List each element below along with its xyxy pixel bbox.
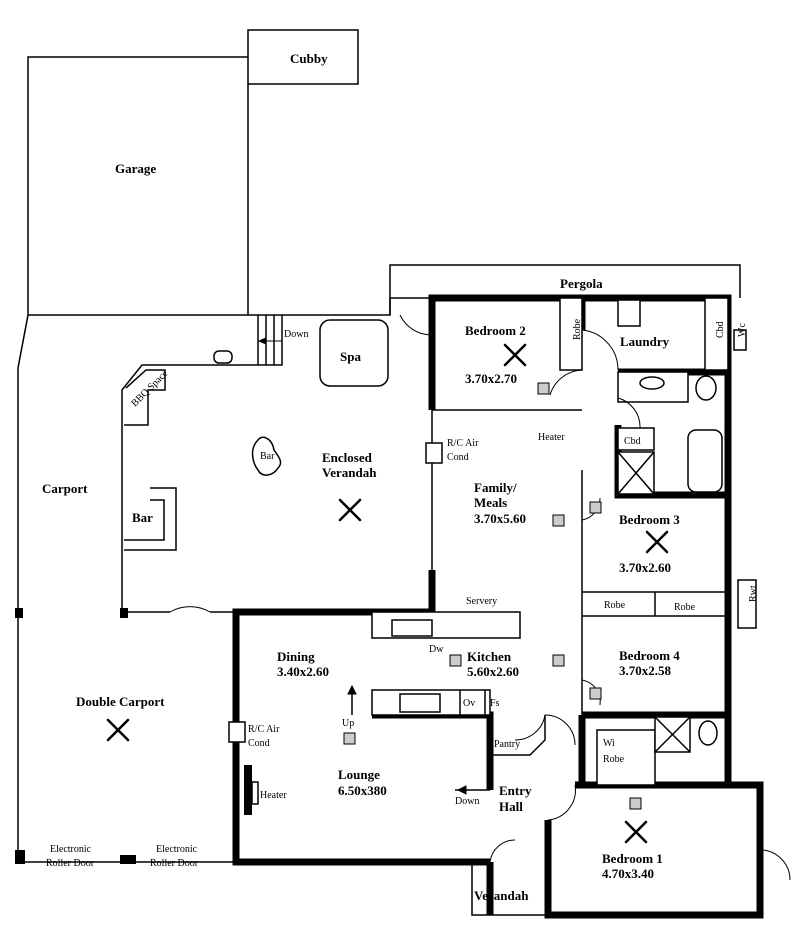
label-down-lounge: Down xyxy=(455,796,479,807)
label-roller-door-2a: Electronic xyxy=(156,844,198,855)
label-cbd-bath: Cbd xyxy=(624,436,641,447)
label-robe-b3a: Robe xyxy=(604,600,626,611)
label-meals: Meals xyxy=(474,495,507,510)
label-enclosed: Enclosed xyxy=(322,450,373,465)
fan-icon xyxy=(624,820,648,844)
label-family-size: 3.70x5.60 xyxy=(474,511,526,526)
label-rwt: Rwt xyxy=(748,585,759,602)
fan-icon xyxy=(503,343,527,367)
label-kitchen-size: 5.60x2.60 xyxy=(467,664,519,679)
light-icon xyxy=(552,654,565,667)
label-verandah: Verandah xyxy=(474,888,529,903)
fan-icon xyxy=(106,718,130,742)
label-bar-round: Bar xyxy=(260,451,275,462)
label-kitchen: Kitchen xyxy=(467,649,512,664)
label-lounge: Lounge xyxy=(338,767,380,782)
label-pergola: Pergola xyxy=(560,276,603,291)
label-fs: Fs xyxy=(490,698,500,709)
label-verandah-enclosed: Verandah xyxy=(322,465,377,480)
label-lounge-size: 6.50x380 xyxy=(338,783,387,798)
label-rc-air-1a: R/C Air xyxy=(447,438,479,449)
light-icon xyxy=(449,654,462,667)
label-heater-family: Heater xyxy=(538,432,565,443)
label-carport: Carport xyxy=(42,481,88,496)
label-hall: Hall xyxy=(499,799,523,814)
label-robe-b3b: Robe xyxy=(674,602,696,613)
label-cubby: Cubby xyxy=(290,51,328,66)
label-roller-door-1a: Electronic xyxy=(50,844,92,855)
ceiling-fan-icons xyxy=(106,343,669,844)
light-icons xyxy=(343,382,642,810)
label-bedroom2: Bedroom 2 xyxy=(465,323,526,338)
outdoor-outlines xyxy=(15,29,791,916)
label-spa: Spa xyxy=(340,349,361,364)
label-family: Family/ xyxy=(474,480,517,495)
label-roller-door-1b: Roller Door xyxy=(46,858,95,869)
light-icon xyxy=(629,797,642,810)
label-dw: Dw xyxy=(429,644,444,655)
label-bedroom1-size: 4.70x3.40 xyxy=(602,866,654,881)
label-entry: Entry xyxy=(499,783,532,798)
label-garage: Garage xyxy=(115,161,156,176)
label-servery: Servery xyxy=(466,596,497,607)
label-double-carport: Double Carport xyxy=(76,694,165,709)
label-bedroom2-size: 3.70x2.70 xyxy=(465,371,517,386)
label-rc-air-1b: Cond xyxy=(447,452,469,463)
label-down-stairs: Down xyxy=(284,329,308,340)
label-heater-lounge: Heater xyxy=(260,790,287,801)
label-bedroom1: Bedroom 1 xyxy=(602,851,663,866)
label-wi-robe-1: Wi xyxy=(603,738,615,749)
light-icon xyxy=(343,732,356,745)
fan-icon xyxy=(338,498,362,522)
label-wc: Wc xyxy=(737,323,748,337)
label-cbd-laundry: Cbd xyxy=(715,321,726,338)
light-icon xyxy=(537,382,550,395)
label-bedroom4-size: 3.70x2.58 xyxy=(619,663,672,678)
label-robe-b2: Robe xyxy=(572,318,583,340)
label-pantry: Pantry xyxy=(494,739,520,750)
arrow-icons xyxy=(257,337,488,795)
label-rc-air-2a: R/C Air xyxy=(248,724,280,735)
label-rc-air-2b: Cond xyxy=(248,738,270,749)
label-dining: Dining xyxy=(277,649,315,664)
label-bedroom4: Bedroom 4 xyxy=(619,648,680,663)
house-walls xyxy=(228,294,764,919)
fan-icon xyxy=(645,530,669,554)
label-bar: Bar xyxy=(132,510,153,525)
label-dining-size: 3.40x2.60 xyxy=(277,664,329,679)
label-bedroom3-size: 3.70x2.60 xyxy=(619,560,671,575)
label-ov: Ov xyxy=(463,698,475,709)
label-up: Up xyxy=(342,718,354,729)
label-laundry: Laundry xyxy=(620,334,670,349)
light-icon xyxy=(589,687,602,700)
light-icon xyxy=(552,514,565,527)
label-wi-robe-2: Robe xyxy=(603,754,625,765)
light-icon xyxy=(589,501,602,514)
label-bedroom3: Bedroom 3 xyxy=(619,512,680,527)
label-roller-door-2b: Roller Door xyxy=(150,858,199,869)
